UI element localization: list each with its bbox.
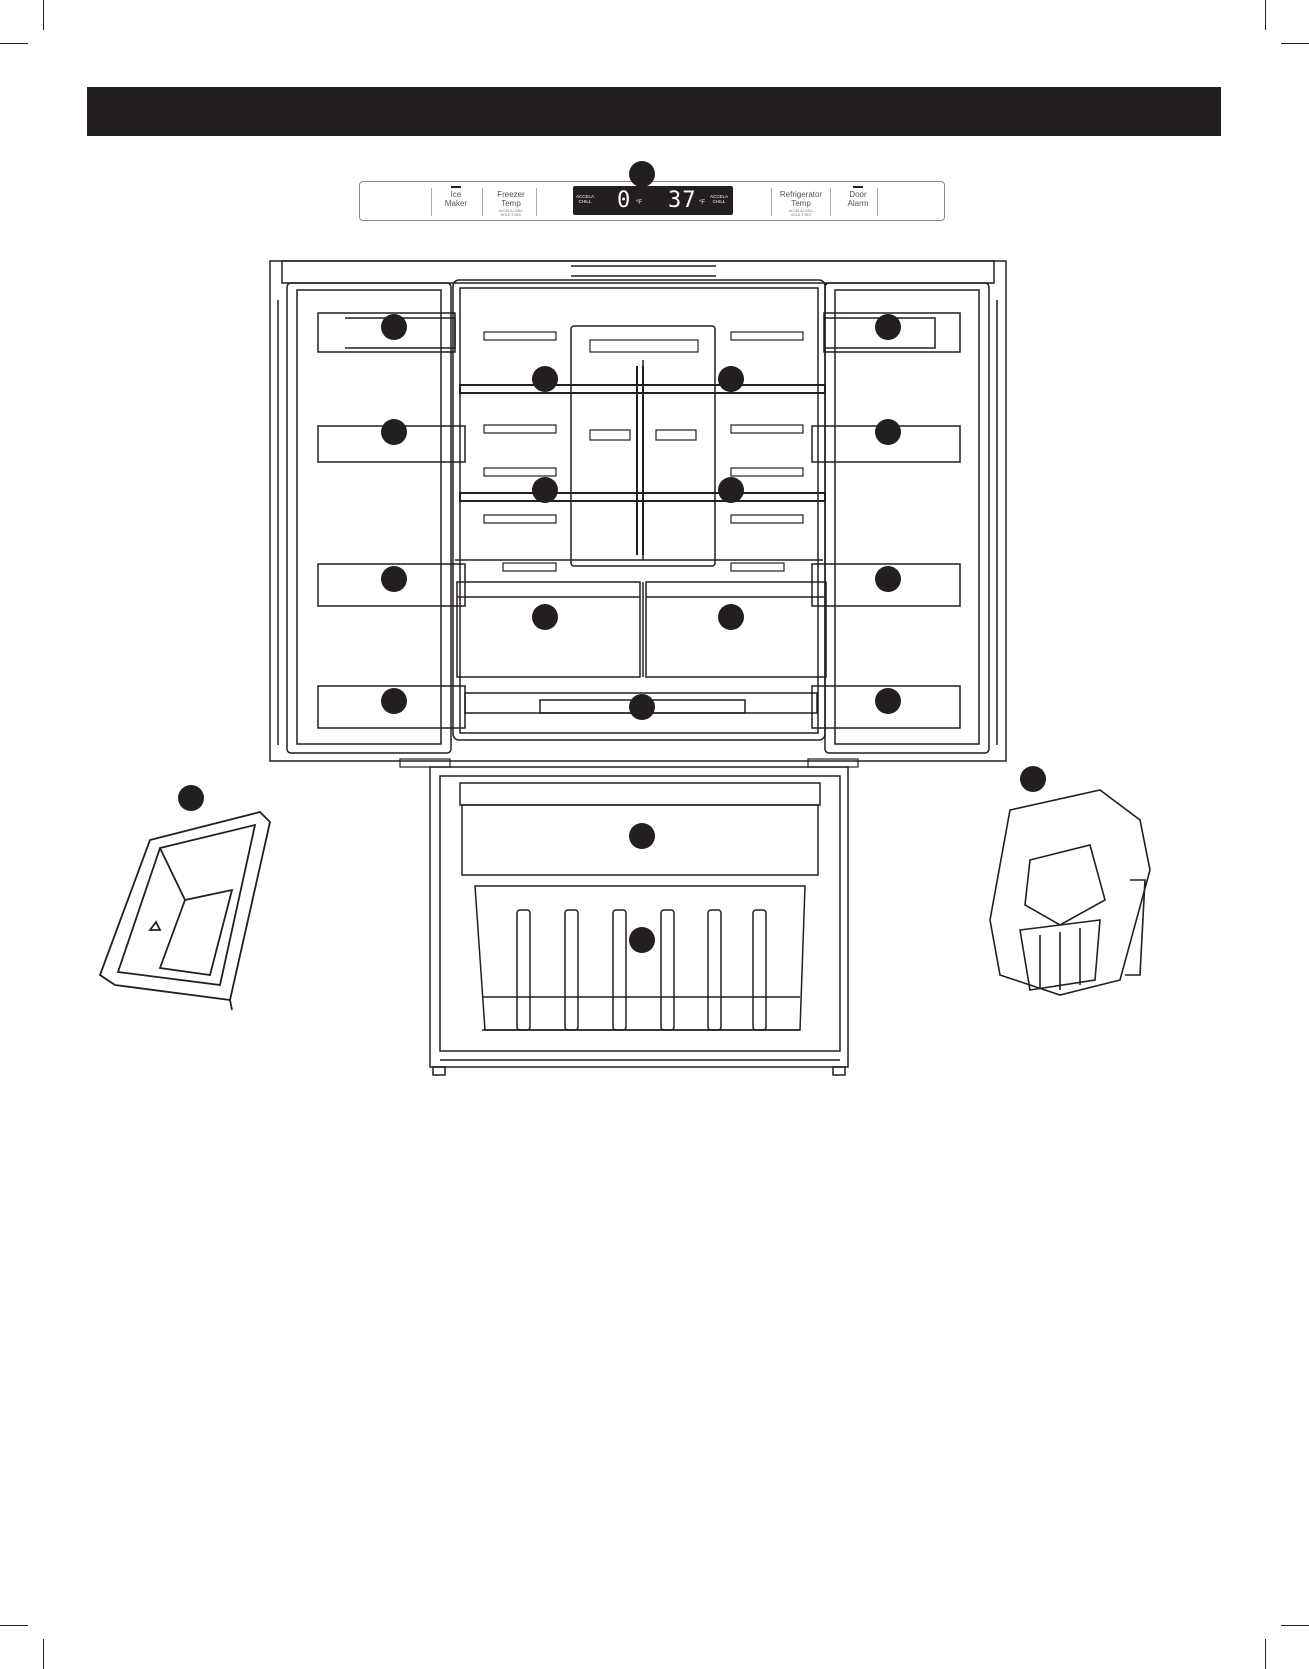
freezer-drawer — [430, 767, 848, 1075]
door-bins-left — [318, 313, 465, 728]
callout-marker-freezer-lower-basket — [629, 927, 655, 953]
door-bins-right — [812, 313, 960, 728]
callout-marker-deli-drawer — [629, 694, 655, 720]
callout-marker-left-bin-4 — [381, 688, 407, 714]
glass-shelves — [460, 366, 825, 555]
callout-marker-right-bin-4 — [875, 688, 901, 714]
callout-marker-left-bin-3 — [381, 566, 407, 592]
callout-marker-lower-shelf-right — [718, 477, 744, 503]
crisper-drawers — [457, 582, 826, 677]
callout-marker-crisper-left — [532, 604, 558, 630]
callout-marker-left-top-bin — [381, 314, 407, 340]
door-hinges — [400, 759, 858, 767]
callout-marker-lower-shelf-left — [532, 477, 558, 503]
callout-marker-right-bin-3 — [875, 566, 901, 592]
callout-marker-crisper-right — [718, 604, 744, 630]
ice-maker-illustration — [990, 790, 1150, 995]
callout-marker-ice-bin — [178, 785, 204, 811]
callout-marker-control-panel — [629, 161, 655, 187]
callout-marker-right-top-bin — [875, 314, 901, 340]
callout-marker-upper-shelf-right — [718, 366, 744, 392]
refrigerator-interior — [453, 280, 825, 740]
callout-marker-left-bin-2 — [381, 419, 407, 445]
callout-marker-upper-shelf-left — [532, 366, 558, 392]
ice-bin-illustration — [100, 812, 270, 1010]
callout-marker-freezer-upper-basket — [629, 823, 655, 849]
callout-marker-ice-maker — [1020, 766, 1046, 792]
callout-marker-right-bin-2 — [875, 419, 901, 445]
